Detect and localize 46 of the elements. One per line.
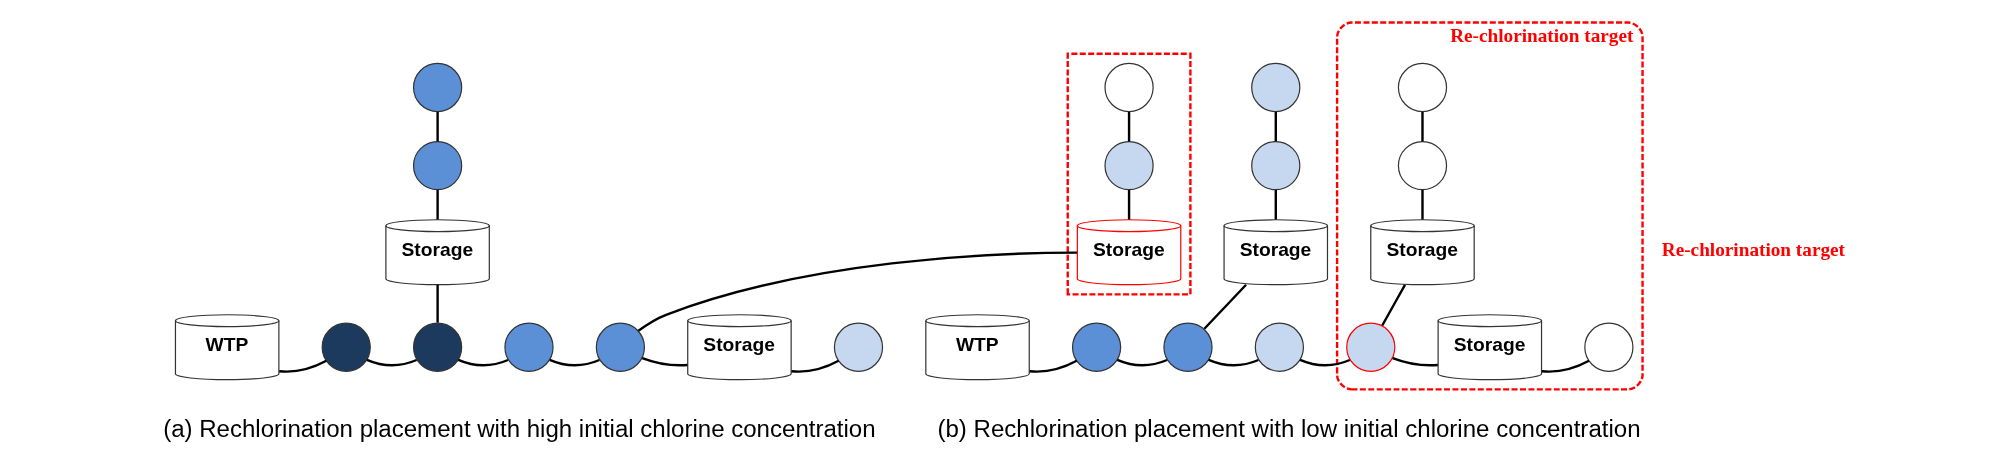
connector bbox=[1421, 111, 1424, 142]
node-circle bbox=[1104, 141, 1154, 191]
connector bbox=[1541, 359, 1590, 373]
connector bbox=[637, 251, 1078, 332]
node-circle bbox=[321, 322, 371, 372]
connector bbox=[1392, 356, 1438, 367]
node-circle bbox=[1346, 322, 1396, 372]
connector bbox=[791, 359, 840, 373]
connector bbox=[1203, 283, 1247, 330]
label: (a) Rechlorination placement with high initial chlorine concentration bbox=[163, 415, 876, 443]
connector bbox=[436, 284, 439, 323]
connector bbox=[1116, 358, 1168, 367]
connector bbox=[1299, 358, 1351, 367]
node-circle bbox=[412, 141, 463, 191]
connector bbox=[1029, 359, 1078, 373]
node-circle bbox=[1254, 322, 1305, 372]
connector bbox=[1127, 189, 1131, 220]
connector bbox=[641, 356, 688, 367]
connector bbox=[1127, 111, 1131, 142]
label: Re-chlorination target bbox=[1661, 238, 1845, 260]
node-circle bbox=[595, 322, 646, 372]
node-circle bbox=[1104, 62, 1154, 113]
node-circle bbox=[1251, 62, 1301, 113]
node-circle bbox=[1251, 141, 1301, 191]
node-circle bbox=[1397, 62, 1448, 113]
connector bbox=[1208, 358, 1259, 367]
cluster bbox=[1066, 52, 1192, 296]
node-circle bbox=[1163, 322, 1213, 372]
connector bbox=[1274, 111, 1277, 142]
node-circle bbox=[504, 322, 554, 372]
connector bbox=[366, 358, 418, 367]
connector bbox=[436, 189, 439, 220]
connector bbox=[1421, 189, 1424, 220]
node-circle bbox=[1397, 141, 1448, 191]
connector bbox=[549, 358, 600, 367]
node-circle bbox=[1584, 322, 1634, 372]
connector bbox=[279, 359, 327, 373]
label: (b) Rechlorination placement with low initial chlorine concentration bbox=[937, 415, 1641, 443]
node-circle bbox=[1071, 322, 1122, 372]
connector bbox=[1381, 284, 1407, 327]
node-circle bbox=[833, 322, 884, 372]
node-circle bbox=[412, 62, 463, 113]
connector bbox=[436, 111, 439, 142]
node-circle bbox=[412, 322, 463, 372]
connector bbox=[1274, 189, 1277, 220]
connector bbox=[457, 358, 509, 367]
